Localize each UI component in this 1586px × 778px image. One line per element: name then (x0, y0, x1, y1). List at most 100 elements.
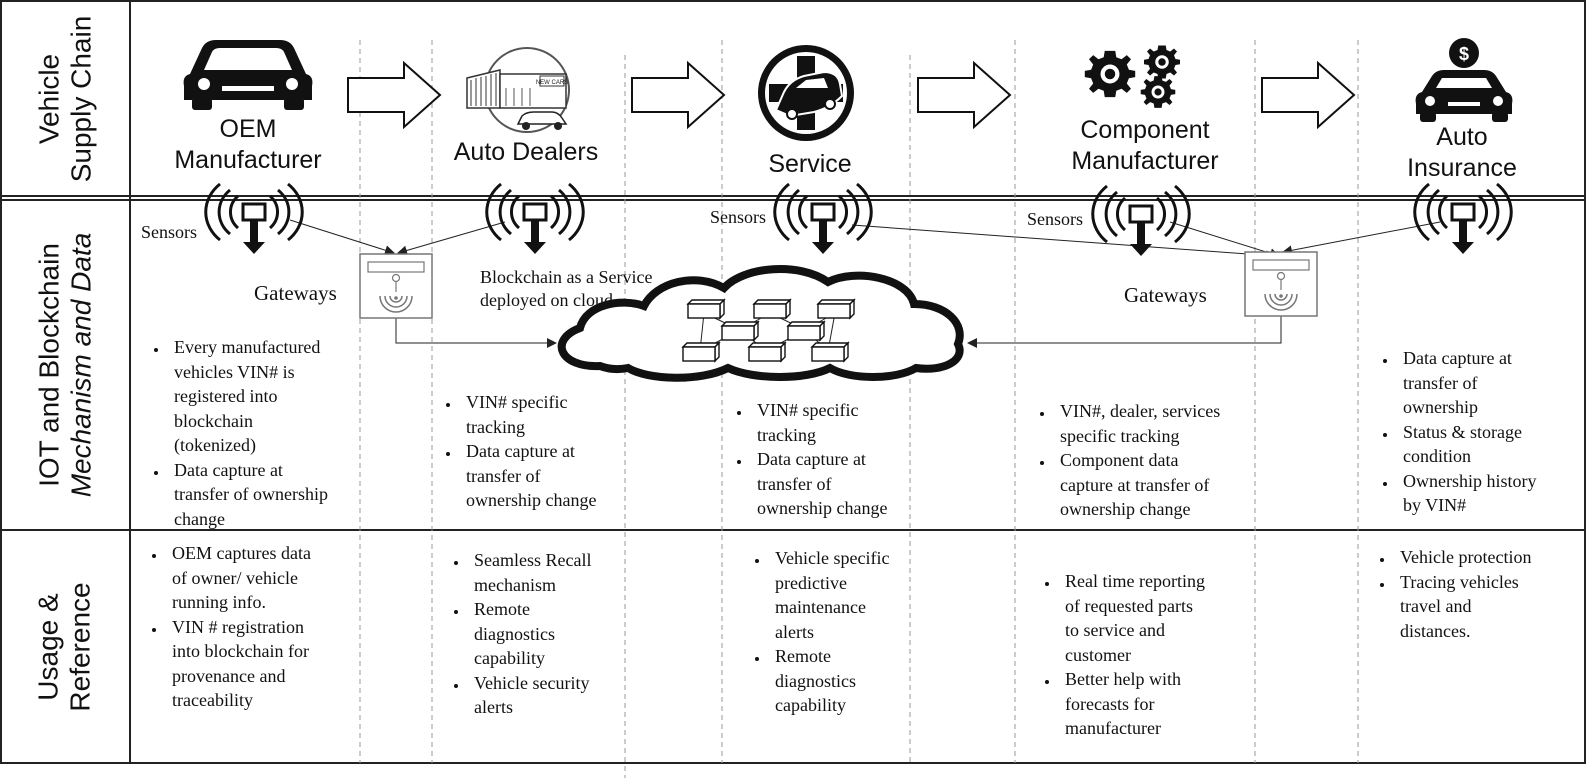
bullet-line: manufacturer (1065, 718, 1161, 738)
baas-label-line: Blockchain as a Service (480, 267, 653, 287)
bullet-line: condition (1403, 446, 1471, 466)
stage-title-line: Insurance (1407, 154, 1517, 182)
bullet-line: VIN # registration (172, 616, 304, 637)
bullet-line: ownership change (757, 498, 888, 518)
bullet-line: Tracing vehicles (1400, 571, 1519, 592)
stage-title-auto-dealers: Auto Dealers (426, 137, 626, 168)
bullet-item: Remote diagnostics capability (769, 644, 889, 718)
bullet-line: blockchain (174, 410, 253, 431)
bullet-line: Remote (775, 646, 831, 666)
stage-title-line: Auto (1436, 123, 1488, 151)
bullet-line: alerts (474, 697, 513, 717)
usage-bullets-dealers: Seamless Recall mechanism Remote diagnos… (444, 548, 591, 720)
bullet-line: by VIN# (1403, 495, 1467, 515)
bullet-line: diagnostics (775, 670, 856, 691)
row-label-line: Mechanism and Data (65, 232, 97, 498)
bullet-line: customer (1065, 644, 1131, 665)
bullet-line: running info. (172, 592, 266, 612)
bullet-line: Better help with (1065, 669, 1181, 689)
bullet-line: Data capture at (1403, 348, 1512, 368)
bullet-item: Every manufactured vehicles VIN# is regi… (168, 335, 328, 458)
bullet-line: transfer of (757, 473, 832, 494)
stage-title-component: Component Manufacturer (1040, 115, 1250, 177)
bullet-line: Data capture at (757, 449, 866, 469)
coin-symbol: $ (1459, 44, 1469, 64)
bullet-line: forecasts for (1065, 693, 1155, 714)
bullet-line: of owner/ vehicle (172, 567, 298, 588)
bullet-line: Vehicle security (474, 672, 590, 693)
bullet-line: alerts (775, 621, 814, 642)
bullet-line: Every manufactured (174, 337, 321, 357)
iot-bullets-component: VIN#, dealer, services specific tracking… (1030, 399, 1220, 522)
iot-bullets-service: VIN# specific tracking Data capture at t… (727, 398, 887, 521)
stage-title-line: Auto Dealers (453, 138, 599, 166)
baas-label: Blockchain as a Service deployed on clou… (480, 266, 652, 312)
iot-bullets-dealers: VIN# specific tracking Data capture at t… (436, 390, 596, 513)
bullet-line: maintenance (775, 597, 866, 617)
bullet-line: Real time reporting (1065, 571, 1205, 591)
stage-title-line: Manufacturer (174, 146, 322, 174)
sensor-icon (1413, 182, 1513, 256)
bullet-line: traceability (172, 690, 253, 710)
row-label-line: IOT and Blockchain (33, 243, 65, 487)
bullet-line: Vehicle specific (775, 548, 890, 568)
stage-title-line: Component (1080, 116, 1210, 144)
row-label-line: Usage & (33, 592, 64, 701)
gateways-label: Gateways (1124, 283, 1207, 307)
bullet-line: Data capture at (466, 441, 575, 461)
bullet-item: Data capture at transfer of ownership ch… (751, 447, 887, 521)
bullet-item: OEM captures data of owner/ vehicle runn… (166, 541, 311, 615)
sensors-label: Sensors (710, 207, 767, 227)
bullet-line: mechanism (474, 574, 556, 595)
bullet-item: Remote diagnostics capability (468, 597, 591, 671)
bullet-line: ownership (1403, 397, 1478, 417)
cloud-icon (557, 265, 964, 382)
bullet-item: Vehicle protection (1394, 545, 1531, 570)
gears-icon (1084, 45, 1180, 108)
row-label-supply-chain: Vehicle Supply Chain (0, 1, 130, 196)
dealership-icon: NEW CARS (466, 47, 570, 133)
bullet-item: Tracing vehicles travel and distances. (1394, 570, 1531, 644)
bullet-line: tracking (757, 424, 816, 445)
bullet-line: into blockchain for (172, 641, 309, 661)
baas-label-line: deployed on cloud (480, 290, 613, 310)
stage-title-service: Service (710, 149, 910, 180)
row-label-line: Supply Chain (65, 15, 96, 182)
bullet-item: Seamless Recall mechanism (468, 548, 591, 597)
bullet-line: Seamless Recall (474, 550, 592, 570)
bullet-item: Data capture at transfer of ownership (1397, 346, 1537, 420)
bullet-item: Vehicle specific predictive maintenance … (769, 546, 889, 644)
bullet-line: provenance and (172, 665, 286, 686)
bullet-line: of requested parts (1065, 595, 1193, 616)
insured-car-icon: $ (1415, 38, 1513, 122)
bullet-line: (tokenized) (174, 435, 256, 455)
sensors-label: Sensors (1027, 209, 1084, 229)
bullet-line: OEM captures data (172, 543, 311, 563)
sensor-icon (773, 182, 873, 256)
bullet-line: Remote (474, 599, 530, 619)
row-label-line: Reference (65, 581, 96, 712)
sensor-icon (485, 182, 585, 256)
bullet-line: travel and (1400, 596, 1472, 616)
bullet-line: VIN#, dealer, services (1060, 401, 1221, 421)
stage-title-line: Service (768, 150, 852, 178)
bullet-line: Vehicle protection (1400, 547, 1532, 567)
dealer-sign: NEW CARS (536, 80, 568, 86)
stage-title-insurance: Auto Insurance (1372, 122, 1552, 184)
bullet-line: capability (775, 695, 846, 715)
bullet-item: VIN#, dealer, services specific tracking (1054, 399, 1220, 448)
bullet-item: Vehicle security alerts (468, 671, 591, 720)
bullet-line: change (174, 508, 225, 529)
stage-title-line: OEM (219, 115, 277, 143)
bullet-line: Ownership history (1403, 470, 1537, 491)
sensor-icon (204, 182, 304, 256)
bullet-line: registered into (174, 386, 278, 406)
bullet-line: VIN# specific (466, 392, 568, 412)
bullet-item: Data capture at transfer of ownership ch… (460, 439, 596, 513)
bullet-line: transfer of (1403, 372, 1478, 393)
usage-bullets-oem: OEM captures data of owner/ vehicle runn… (142, 541, 311, 713)
bullet-line: transfer of ownership (174, 484, 328, 504)
stage-title-oem: OEM Manufacturer (148, 114, 348, 176)
usage-bullets-insurance: Vehicle protection Tracing vehicles trav… (1370, 545, 1531, 643)
